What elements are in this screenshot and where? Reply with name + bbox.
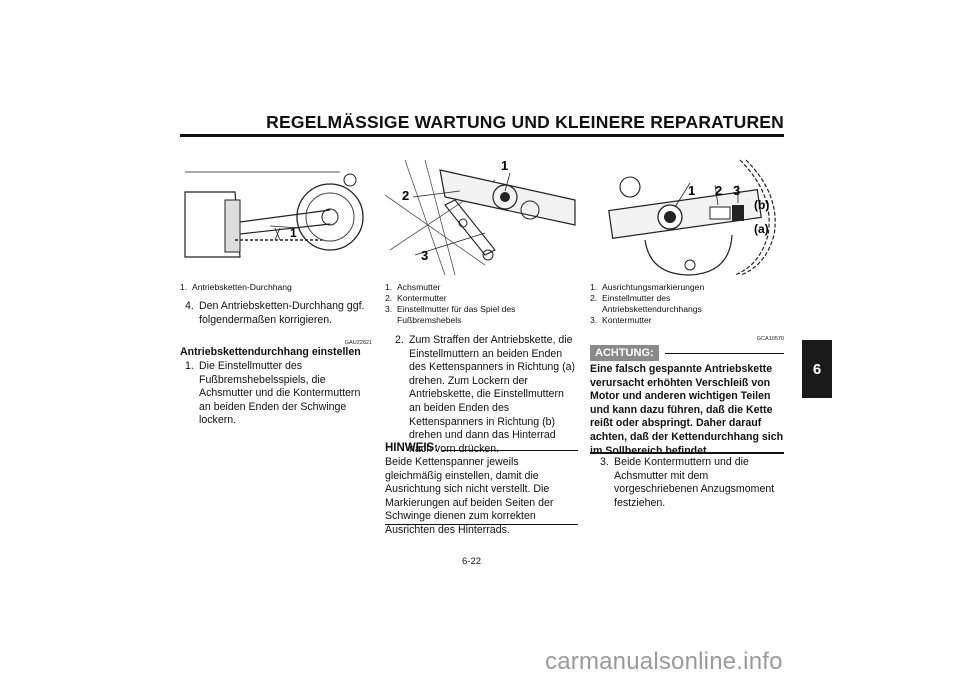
header-rule (180, 134, 784, 137)
step-1: 1. Die Einstellmutter des Fußbremshebels… (185, 360, 361, 427)
figure-callout: 3 (421, 248, 428, 263)
figure-caption: 1.Antriebsketten-Durchhang (180, 282, 292, 292)
figure-callout: 3 (733, 183, 740, 198)
watermark: carmanualsonline.info (545, 648, 783, 675)
axle-nut-figure: 1 2 3 (385, 155, 580, 277)
chain-slack-figure: 1 (180, 162, 370, 277)
achtung-end-rule (590, 452, 784, 454)
section-title: Antriebskettendurchhang einstellen (180, 346, 361, 358)
figure-callout: (a) (754, 222, 769, 236)
hinweis-text: Beide Kettenspanner jeweils gleichmäßig … (385, 456, 554, 536)
achtung-heading: ACHTUNG: (590, 345, 784, 361)
reference-code: GAU22821 (344, 340, 372, 346)
reference-code: GCA10570 (756, 336, 784, 342)
step-3: 3. Beide Kontermuttern und die Achsmutte… (600, 456, 775, 509)
figure-callout: 1 (290, 226, 297, 240)
chapter-tab: 6 (802, 340, 832, 398)
figure-callout: 2 (402, 188, 409, 203)
achtung-text: Eine falsch gespannte Antriebskette veru… (590, 363, 784, 457)
step-4: 4. Den Antriebsketten-Durchhang ggf. fol… (185, 300, 365, 326)
page-number: 6-22 (462, 556, 482, 567)
figure-captions: 1.Achsmutter 2.Kontermutter 3.Einstellmu… (385, 282, 516, 325)
figure-callout: (b) (754, 198, 769, 212)
hinweis-end-rule (385, 524, 578, 525)
chain-adjuster-figure: 1 2 3 (b) (a) (590, 155, 785, 277)
step-2: 2. Zum Straffen der Antriebskette, die E… (395, 334, 576, 455)
figure-callout: 2 (715, 183, 722, 198)
figure-callout: 1 (688, 183, 695, 198)
page-header-title: REGELMÄSSIGE WARTUNG UND KLEINERE REPARA… (266, 112, 784, 132)
figure-callout: 1 (501, 158, 508, 173)
hinweis-heading: HINWEIS: (385, 442, 578, 454)
figure-captions: 1.Ausrichtungsmarkierungen 2.Einstellmut… (590, 282, 705, 325)
